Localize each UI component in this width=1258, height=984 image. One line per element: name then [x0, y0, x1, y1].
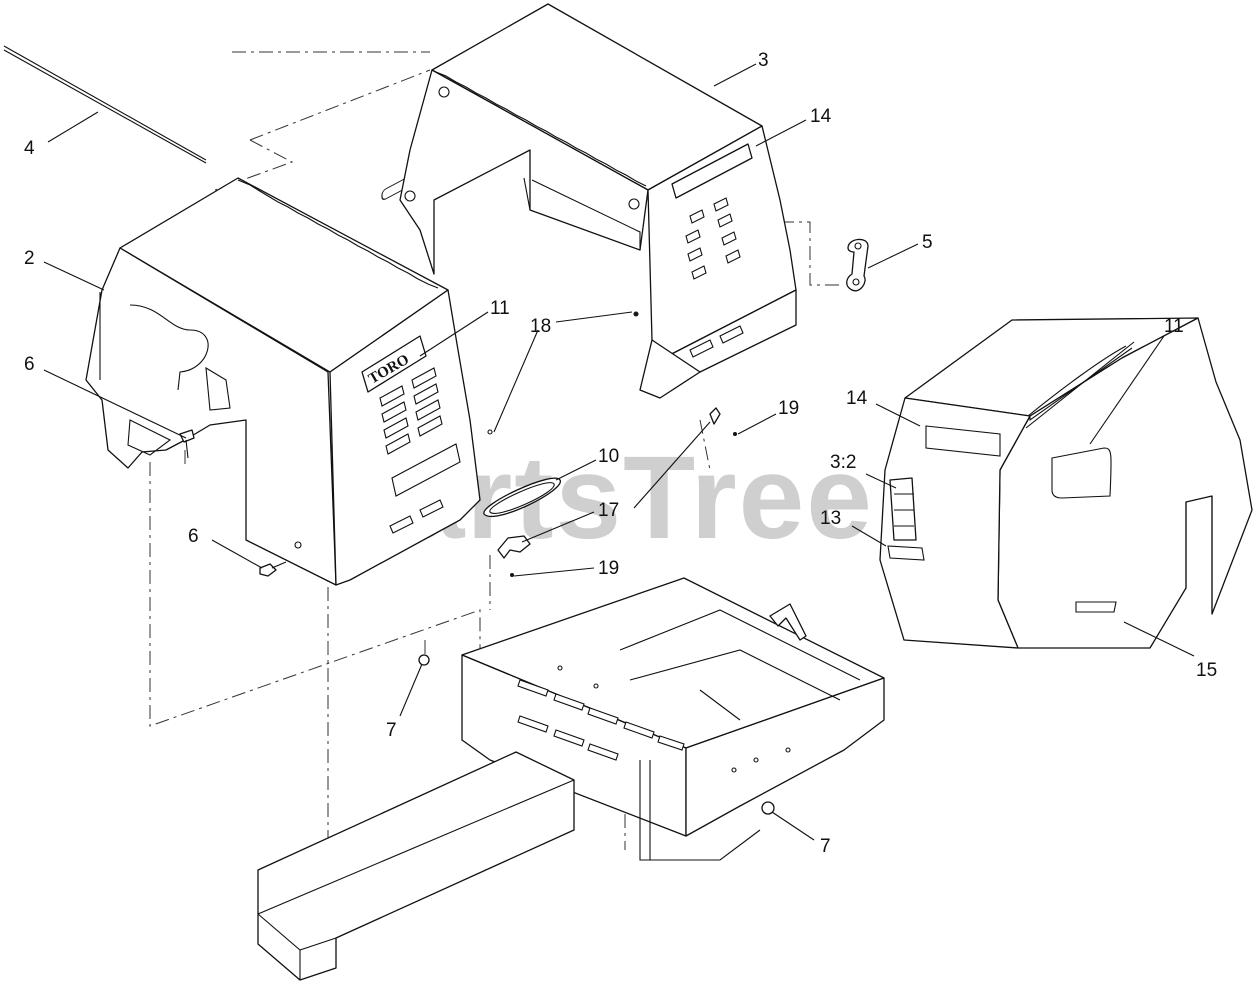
- callout-3-2: 3:2: [830, 452, 856, 473]
- callout-6-lower: 6: [188, 526, 199, 547]
- callout-13: 13: [820, 508, 841, 529]
- callout-15: 15: [1196, 660, 1217, 681]
- callouts: 4 3 14 2 5 11 18 6 11 19 14 10 3:2 17 13…: [24, 50, 1217, 857]
- callout-6-upper: 6: [24, 354, 35, 375]
- callout-11-right: 11: [1164, 316, 1184, 337]
- assembled-hood-part: [879, 317, 1253, 649]
- frame-part: [257, 577, 885, 981]
- callout-18: 18: [530, 316, 551, 337]
- callout-11-front: 11: [490, 298, 510, 319]
- callout-3: 3: [758, 50, 769, 71]
- callout-17: 17: [598, 500, 619, 521]
- callout-4: 4: [24, 138, 35, 159]
- callout-19-lower: 19: [598, 558, 619, 579]
- callout-5: 5: [922, 232, 933, 253]
- callout-19-upper: 19: [778, 398, 799, 419]
- leader-lines: [43, 63, 1195, 841]
- rod-part: [3, 45, 207, 164]
- upper-hood-part: [399, 3, 797, 399]
- callout-14-upper: 14: [810, 106, 832, 127]
- gasket-part: [483, 477, 561, 517]
- callout-2: 2: [24, 248, 35, 269]
- link-bracket-part: [846, 238, 869, 292]
- callout-7-left: 7: [386, 720, 397, 741]
- fasteners: [179, 312, 775, 815]
- callout-7-right: 7: [820, 836, 831, 857]
- callout-10: 10: [598, 446, 619, 467]
- callout-14-right: 14: [846, 388, 868, 409]
- front-hood-part: TORO: [85, 134, 493, 586]
